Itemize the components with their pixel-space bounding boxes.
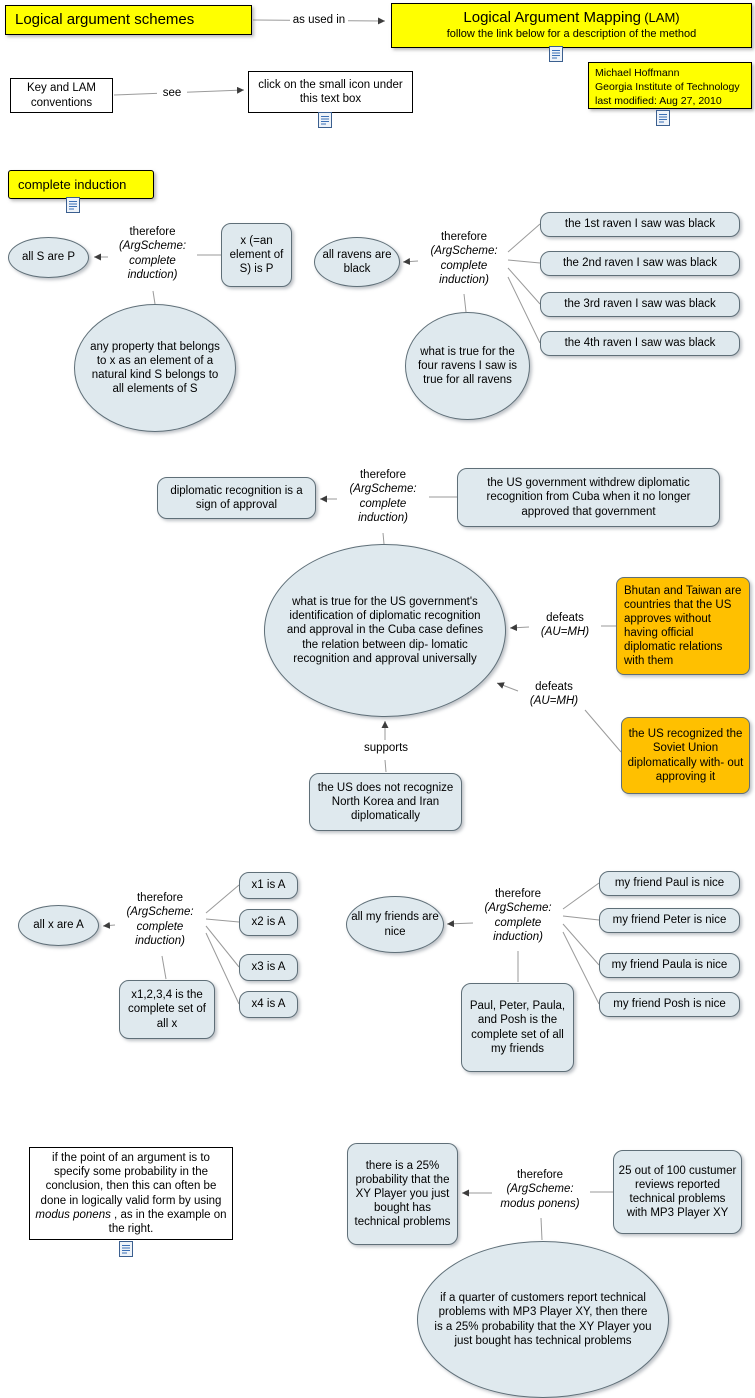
node-complete-induction[interactable]: complete induction (8, 170, 154, 199)
note-italic: modus ponens (35, 1208, 111, 1221)
node-warrant-sp[interactable]: any property that belongs to x as an ele… (74, 304, 236, 432)
lam-tag-text: (LAM) (644, 10, 680, 26)
scheme-text: (ArgScheme: complete induction) (118, 240, 187, 282)
defeats-tag: (AU=MH) (529, 695, 579, 708)
credit-institution: Georgia Institute of Technology (595, 81, 740, 94)
link-label-as-used-in[interactable]: as used in (290, 13, 348, 28)
link-label-therefore-mp[interactable]: therefore (ArgScheme: modus ponens) (494, 1168, 586, 1211)
link-label-therefore-ravens[interactable]: therefore (ArgScheme: complete induction… (420, 230, 508, 288)
link-label-see[interactable]: see (157, 86, 187, 101)
therefore-text: therefore (359, 469, 407, 481)
note-post: , as in the example on the right. (108, 1208, 227, 1235)
scheme-text: (ArgScheme: complete induction) (484, 902, 552, 944)
node-diplomatic-conclusion[interactable]: diplomatic recognition is a sign of appr… (157, 477, 316, 519)
node-diplomatic-warrant[interactable]: what is true for the US government's ide… (264, 544, 506, 717)
lam-title-line: Logical Argument Mapping (LAM) (463, 9, 679, 27)
note-pre: if the point of an argument is to specif… (40, 1152, 222, 1207)
node-all-s-are-p[interactable]: all S are P (8, 237, 89, 278)
node-mp-warrant[interactable]: if a quarter of customers report technic… (417, 1241, 669, 1398)
scheme-text: (ArgScheme: complete induction) (349, 483, 417, 525)
resource-icon[interactable] (656, 110, 670, 126)
defeats-text: defeats (535, 681, 573, 693)
node-friend-premise-1[interactable]: my friend Paul is nice (599, 871, 740, 896)
scheme-text: (ArgScheme: modus ponens) (500, 1183, 580, 1210)
node-x-premise-2[interactable]: x2 is A (239, 909, 298, 936)
node-x-premise-4[interactable]: x4 is A (239, 991, 298, 1018)
node-mp-conclusion[interactable]: there is a 25% probability that the XY P… (347, 1143, 458, 1245)
scheme-text: (ArgScheme: complete induction) (430, 245, 498, 287)
lam-subtitle: follow the link below for a description … (446, 28, 697, 41)
node-click-icon-note[interactable]: click on the small icon under this text … (248, 71, 413, 113)
link-label-defeats-2[interactable]: defeats (AU=MH) (520, 680, 588, 709)
node-all-x-are-a[interactable]: all x are A (18, 905, 99, 946)
node-logical-argument-schemes[interactable]: Logical argument schemes (5, 5, 252, 35)
node-all-friends-nice[interactable]: all my friends are nice (346, 896, 444, 953)
node-friend-premise-4[interactable]: my friend Posh is nice (599, 992, 740, 1017)
node-raven-premise-2[interactable]: the 2nd raven I saw was black (540, 251, 740, 276)
node-lam-title[interactable]: Logical Argument Mapping (LAM) follow th… (391, 3, 752, 48)
therefore-text: therefore (440, 231, 488, 243)
lam-title-text: Logical Argument Mapping (463, 9, 642, 27)
scheme-text: (ArgScheme: complete induction) (126, 906, 194, 948)
node-support-north-korea-iran[interactable]: the US does not recognize North Korea an… (309, 773, 462, 831)
node-warrant-friends[interactable]: Paul, Peter, Paula, and Posh is the comp… (461, 983, 574, 1072)
link-label-therefore-sp[interactable]: therefore (ArgScheme: complete induction… (110, 225, 195, 283)
node-mp-premise[interactable]: 25 out of 100 custumer reviews reported … (613, 1150, 742, 1234)
node-premise-sp[interactable]: x (=an element of S) is P (221, 223, 292, 287)
link-label-therefore-friends[interactable]: therefore (ArgScheme: complete induction… (475, 887, 561, 945)
link-label-defeats-1[interactable]: defeats (AU=MH) (531, 611, 599, 640)
therefore-text: therefore (136, 892, 184, 904)
node-all-ravens-black[interactable]: all ravens are black (314, 237, 400, 287)
defeats-text: defeats (546, 612, 584, 624)
node-x-premise-3[interactable]: x3 is A (239, 954, 298, 981)
node-friend-premise-3[interactable]: my friend Paula is nice (599, 953, 740, 978)
node-x-premise-1[interactable]: x1 is A (239, 872, 298, 899)
node-raven-premise-3[interactable]: the 3rd raven I saw was black (540, 292, 740, 317)
node-raven-premise-4[interactable]: the 4th raven I saw was black (540, 331, 740, 356)
resource-icon[interactable] (318, 112, 332, 128)
defeats-tag: (AU=MH) (540, 626, 590, 639)
resource-icon[interactable] (119, 1241, 133, 1257)
node-defeater-soviet-union[interactable]: the US recognized the Soviet Union diplo… (621, 717, 750, 794)
therefore-text: therefore (516, 1169, 564, 1181)
note-text: if the point of an argument is to specif… (34, 1151, 228, 1235)
credit-modified: last modified: Aug 27, 2010 (595, 95, 722, 108)
credit-author: Michael Hoffmann (595, 67, 680, 79)
node-raven-premise-1[interactable]: the 1st raven I saw was black (540, 212, 740, 237)
node-key-conventions[interactable]: Key and LAM conventions (10, 78, 113, 113)
node-warrant-xa[interactable]: x1,2,3,4 is the complete set of all x (119, 980, 215, 1039)
link-label-therefore-xa[interactable]: therefore (ArgScheme: complete induction… (117, 891, 203, 949)
node-diplomatic-premise[interactable]: the US government withdrew diplomatic re… (457, 468, 720, 527)
therefore-text: therefore (494, 888, 542, 900)
node-friend-premise-2[interactable]: my friend Peter is nice (599, 908, 740, 933)
link-label-therefore-diplomatic[interactable]: therefore (ArgScheme: complete induction… (339, 468, 427, 526)
node-warrant-ravens[interactable]: what is true for the four ravens I saw i… (405, 312, 530, 420)
node-defeater-bhutan-taiwan[interactable]: Bhutan and Taiwan are countries that the… (616, 577, 750, 675)
therefore-text: therefore (129, 226, 176, 238)
node-modus-ponens-note[interactable]: if the point of an argument is to specif… (29, 1147, 233, 1240)
node-credits[interactable]: Michael Hoffmann Georgia Institute of Te… (588, 62, 752, 109)
resource-icon[interactable] (66, 197, 80, 213)
resource-icon[interactable] (549, 46, 563, 62)
link-label-supports[interactable]: supports (363, 742, 409, 754)
